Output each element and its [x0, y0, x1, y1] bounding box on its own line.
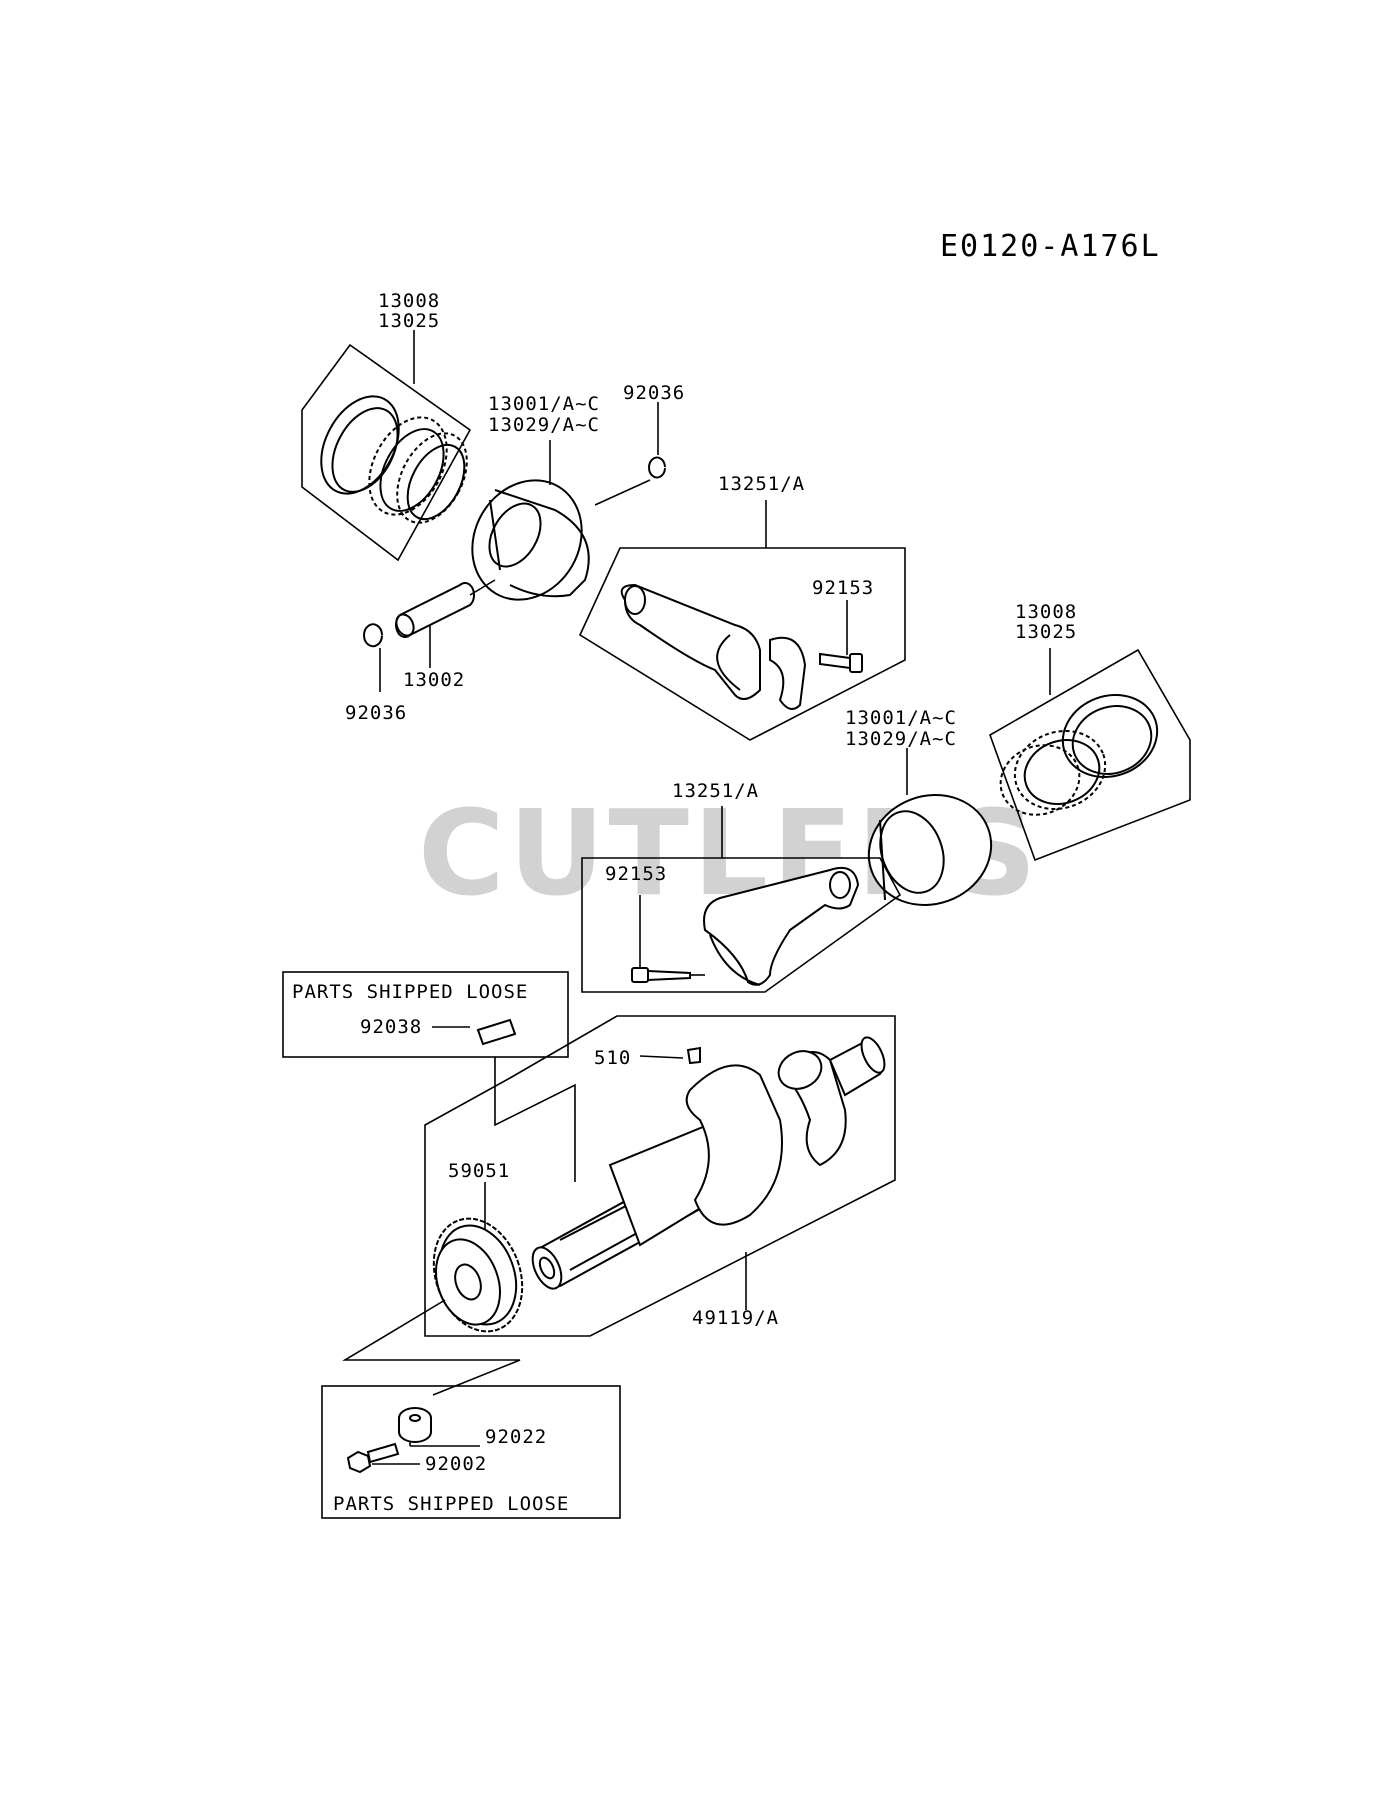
loose-box-bottom-title: PARTS SHIPPED LOOSE — [333, 1493, 569, 1515]
label-clip-top: 92036 — [623, 382, 685, 404]
key-loose[interactable] — [476, 1018, 517, 1046]
timing-gear[interactable] — [419, 1206, 538, 1344]
label-bolt-mid: 92153 — [605, 863, 667, 885]
label-rings-left-a: 13008 — [378, 290, 440, 312]
conrod-mid[interactable] — [703, 866, 860, 986]
label-washer: 92022 — [485, 1426, 547, 1448]
bolt-bottom[interactable] — [346, 1442, 400, 1474]
label-key-loose: 92038 — [360, 1016, 422, 1038]
clip-top[interactable] — [648, 456, 666, 479]
piston-rings-left[interactable] — [301, 343, 481, 562]
clip-bottom[interactable] — [363, 623, 383, 648]
label-piston-left-b: 13029/A~C — [488, 414, 600, 436]
label-rings-right-a: 13008 — [1015, 601, 1077, 623]
bolt-mid[interactable] — [631, 967, 691, 983]
label-bolt-top: 92153 — [812, 577, 874, 599]
label-piston-right-b: 13029/A~C — [845, 728, 957, 750]
piston-rings-right[interactable] — [991, 682, 1169, 826]
piston-left[interactable] — [451, 460, 603, 619]
label-crankshaft: 49119/A — [692, 1307, 779, 1329]
piston-right[interactable] — [853, 778, 1006, 922]
label-piston-left-a: 13001/A~C — [488, 393, 600, 415]
crankshaft[interactable] — [527, 1034, 889, 1293]
bolt-top[interactable] — [819, 652, 863, 673]
piston-pin[interactable] — [393, 582, 475, 638]
label-bolt-bottom: 92002 — [425, 1453, 487, 1475]
loose-parts-box-top — [282, 971, 569, 1058]
diagram-code: E0120-A176L — [940, 229, 1161, 264]
label-gear: 59051 — [448, 1160, 510, 1182]
label-piston-right-a: 13001/A~C — [845, 707, 957, 729]
label-rings-right-b: 13025 — [1015, 621, 1077, 643]
key-small[interactable] — [686, 1046, 701, 1065]
label-conrod-top: 13251/A — [718, 473, 805, 495]
loose-parts-box-bottom — [321, 1385, 621, 1519]
conrod-top[interactable] — [620, 583, 807, 710]
label-conrod-mid: 13251/A — [672, 780, 759, 802]
label-pin: 13002 — [403, 669, 465, 691]
loose-box-top-title: PARTS SHIPPED LOOSE — [292, 981, 528, 1003]
label-key-small: 510 — [594, 1047, 631, 1069]
label-rings-left-b: 13025 — [378, 310, 440, 332]
label-clip-bottom: 92036 — [345, 702, 407, 724]
washer[interactable] — [398, 1407, 432, 1443]
